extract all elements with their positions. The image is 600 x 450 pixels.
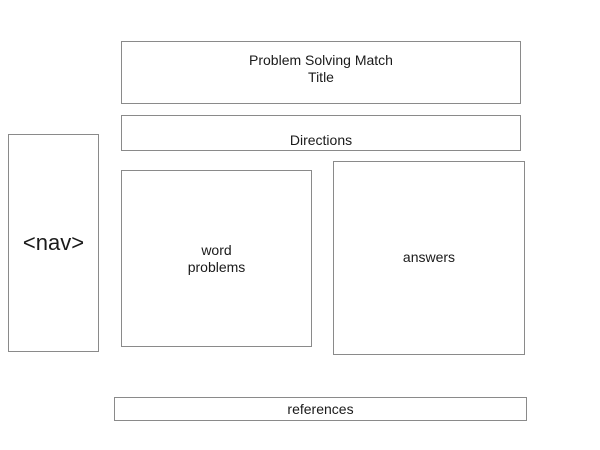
word-problems-line-1: word [201, 241, 232, 258]
directions-box: Directions [121, 115, 521, 151]
references-box: references [114, 397, 527, 421]
references-label: references [287, 401, 354, 417]
word-problems-box: word problems [121, 170, 312, 347]
title-line-2: Title [308, 69, 334, 85]
answers-label: answers [402, 249, 456, 265]
word-problems-line-2: problems [187, 258, 246, 275]
answers-box: answers [333, 161, 525, 355]
title-box: Problem Solving Match Title [121, 41, 521, 104]
nav-box: <nav> [8, 134, 99, 352]
nav-label: <nav> [22, 230, 85, 255]
directions-label: Directions [289, 132, 353, 148]
title-line-1: Problem Solving Match [249, 52, 393, 68]
